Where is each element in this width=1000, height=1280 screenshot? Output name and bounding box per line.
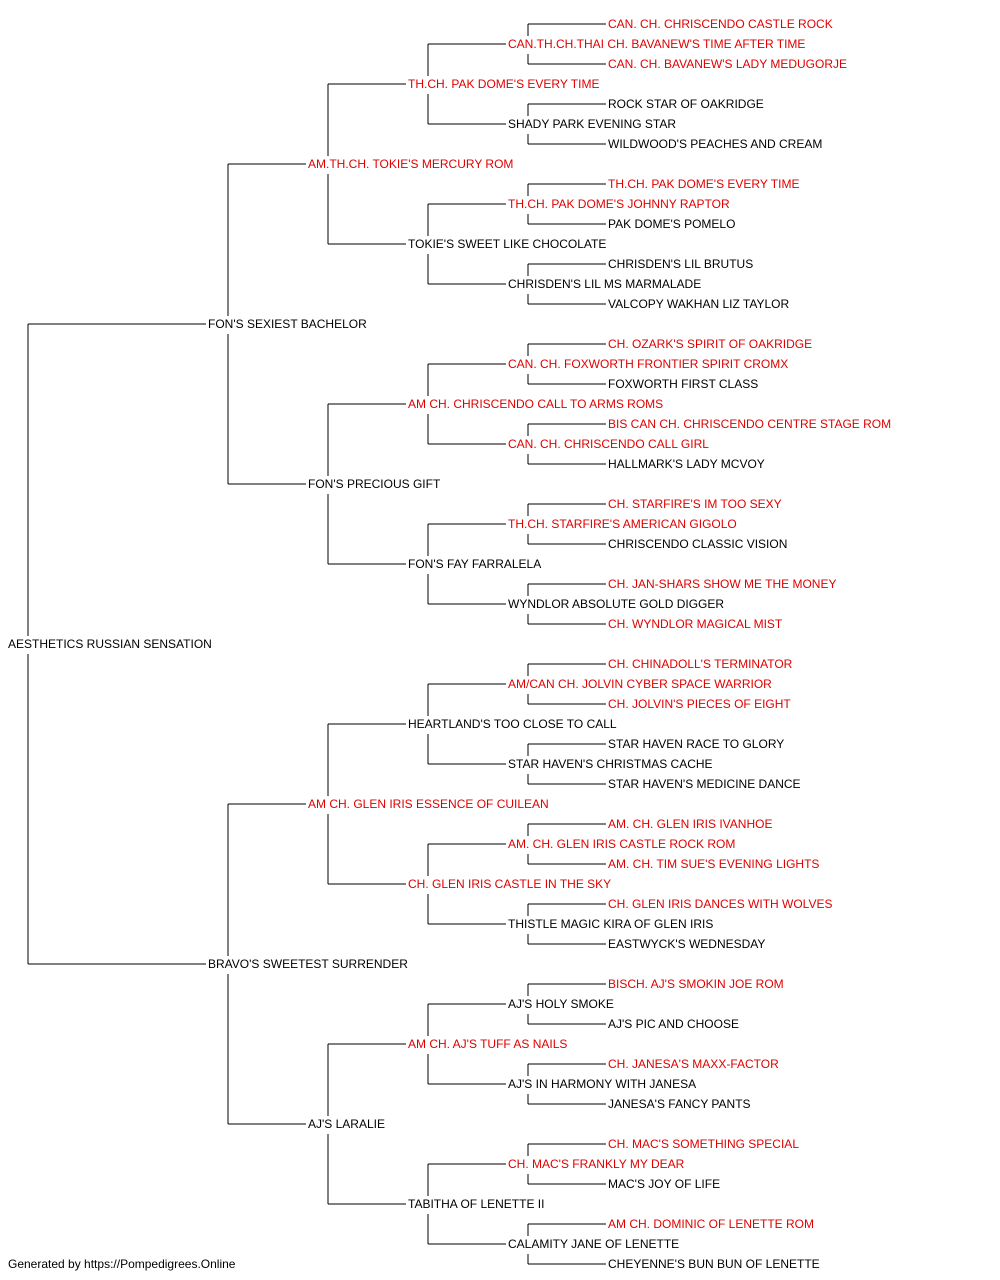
dog-gen5: AM. CH. TIM SUE'S EVENING LIGHTS [608,857,819,871]
dog-gen5: VALCOPY WAKHAN LIZ TAYLOR [608,297,789,311]
dog-gen5: CHEYENNE'S BUN BUN OF LENETTE [608,1257,820,1271]
dog-gen4: AJ'S IN HARMONY WITH JANESA [508,1077,696,1091]
dog-gen4: CAN. CH. FOXWORTH FRONTIER SPIRIT CROMX [508,357,788,371]
dog-gen3: HEARTLAND'S TOO CLOSE TO CALL [408,717,617,731]
dog-gen5: TH.CH. PAK DOME'S EVERY TIME [608,177,799,191]
dog-gen5: JANESA'S FANCY PANTS [608,1097,751,1111]
dog-gen3: TABITHA OF LENETTE II [408,1197,544,1211]
dog-gen5: CAN. CH. BAVANEW'S LADY MEDUGORJE [608,57,847,71]
dog-gen5: ROCK STAR OF OAKRIDGE [608,97,764,111]
dog-dam: BRAVO'S SWEETEST SURRENDER [208,957,408,971]
dog-gen5: PAK DOME'S POMELO [608,217,735,231]
dog-gen3: AM CH. CHRISCENDO CALL TO ARMS ROMS [408,397,663,411]
dog-gen3: FON'S FAY FARRALELA [408,557,541,571]
dog-gen4: CH. MAC'S FRANKLY MY DEAR [508,1157,685,1171]
dog-gen4: SHADY PARK EVENING STAR [508,117,676,131]
dog-gen5: BISCH. AJ'S SMOKIN JOE ROM [608,977,784,991]
dog-gen2: FON'S PRECIOUS GIFT [308,477,441,491]
dog-gen5: BIS CAN CH. CHRISCENDO CENTRE STAGE ROM [608,417,891,431]
dog-gen4: CAN.TH.CH.THAI CH. BAVANEW'S TIME AFTER … [508,37,805,51]
dog-gen5: AM CH. DOMINIC OF LENETTE ROM [608,1217,814,1231]
dog-gen5: STAR HAVEN RACE TO GLORY [608,737,784,751]
dog-gen5: CH. STARFIRE'S IM TOO SEXY [608,497,782,511]
dog-gen4: CALAMITY JANE OF LENETTE [508,1237,679,1251]
dog-gen3: AM CH. AJ'S TUFF AS NAILS [408,1037,567,1051]
dog-gen4: AM. CH. GLEN IRIS CASTLE ROCK ROM [508,837,735,851]
dog-gen5: CH. OZARK'S SPIRIT OF OAKRIDGE [608,337,812,351]
dog-gen4: TH.CH. PAK DOME'S JOHNNY RAPTOR [508,197,730,211]
dog-gen4: TH.CH. STARFIRE'S AMERICAN GIGOLO [508,517,737,531]
dog-gen5: CH. JAN-SHARS SHOW ME THE MONEY [608,577,836,591]
dog-gen5: CHRISCENDO CLASSIC VISION [608,537,787,551]
dog-gen2: AM.TH.CH. TOKIE'S MERCURY ROM [308,157,513,171]
dog-gen3: TOKIE'S SWEET LIKE CHOCOLATE [408,237,606,251]
dog-gen5: CH. JOLVIN'S PIECES OF EIGHT [608,697,791,711]
dog-gen5: CHRISDEN'S LIL BRUTUS [608,257,753,271]
dog-gen5: CH. GLEN IRIS DANCES WITH WOLVES [608,897,832,911]
dog-gen4: WYNDLOR ABSOLUTE GOLD DIGGER [508,597,724,611]
dog-gen4: STAR HAVEN'S CHRISTMAS CACHE [508,757,713,771]
dog-gen5: HALLMARK'S LADY MCVOY [608,457,765,471]
dog-gen2: AM CH. GLEN IRIS ESSENCE OF CUILEAN [308,797,549,811]
dog-gen5: CH. CHINADOLL'S TERMINATOR [608,657,793,671]
dog-gen5: WILDWOOD'S PEACHES AND CREAM [608,137,822,151]
dog-gen5: CH. MAC'S SOMETHING SPECIAL [608,1137,799,1151]
dog-gen4: AM/CAN CH. JOLVIN CYBER SPACE WARRIOR [508,677,772,691]
dog-gen3: CH. GLEN IRIS CASTLE IN THE SKY [408,877,611,891]
dog-gen5: CAN. CH. CHRISCENDO CASTLE ROCK [608,17,833,31]
dog-gen5: AM. CH. GLEN IRIS IVANHOE [608,817,772,831]
dog-gen5: CH. JANESA'S MAXX-FACTOR [608,1057,779,1071]
dog-gen5: STAR HAVEN'S MEDICINE DANCE [608,777,801,791]
dog-gen4: CAN. CH. CHRISCENDO CALL GIRL [508,437,709,451]
dog-gen3: TH.CH. PAK DOME'S EVERY TIME [408,77,599,91]
dog-gen2: AJ'S LARALIE [308,1117,385,1131]
dog-gen5: FOXWORTH FIRST CLASS [608,377,758,391]
dog-gen4: CHRISDEN'S LIL MS MARMALADE [508,277,701,291]
dog-gen5: CH. WYNDLOR MAGICAL MIST [608,617,783,631]
dog-root: AESTHETICS RUSSIAN SENSATION [8,637,212,651]
footer-credit: Generated by https://Pompedigrees.Online [8,1257,236,1271]
dog-gen5: MAC'S JOY OF LIFE [608,1177,720,1191]
dog-sire: FON'S SEXIEST BACHELOR [208,317,367,331]
dog-gen4: AJ'S HOLY SMOKE [508,997,614,1011]
dog-gen5: EASTWYCK'S WEDNESDAY [608,937,765,951]
dog-gen5: AJ'S PIC AND CHOOSE [608,1017,739,1031]
dog-gen4: THISTLE MAGIC KIRA OF GLEN IRIS [508,917,713,931]
